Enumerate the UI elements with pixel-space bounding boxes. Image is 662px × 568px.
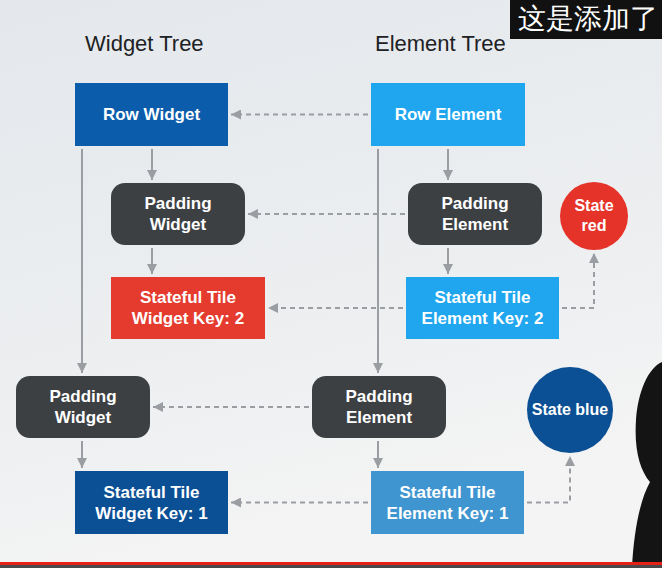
child-arrow bbox=[81, 149, 83, 373]
node-text: Stateful Tile Widget Key: 2 bbox=[119, 287, 257, 329]
widget-box: Padding Widget bbox=[111, 183, 245, 245]
child-arrow bbox=[377, 441, 379, 468]
child-arrow bbox=[151, 248, 153, 274]
widget-box: Padding Widget bbox=[16, 376, 150, 438]
progress-track bbox=[0, 562, 662, 568]
reference-arrow bbox=[231, 114, 368, 116]
subtitle-caption: 这是添加了 bbox=[510, 0, 662, 39]
node-text: Stateful Tile Element Key: 1 bbox=[379, 482, 516, 524]
element-box: Padding Element bbox=[408, 183, 542, 245]
child-arrow bbox=[447, 248, 449, 274]
node-text: Padding Widget bbox=[119, 193, 237, 235]
element-box: Padding Element bbox=[312, 376, 446, 438]
node-text: State red bbox=[564, 196, 624, 236]
node-text: Padding Element bbox=[320, 386, 438, 428]
node-text: Row Element bbox=[395, 104, 502, 125]
node-text: Row Widget bbox=[103, 104, 200, 125]
reference-arrow bbox=[153, 406, 309, 408]
widget-box: Stateful Tile Widget Key: 1 bbox=[75, 471, 228, 534]
child-arrow bbox=[151, 149, 153, 180]
circle-outline bbox=[560, 182, 628, 250]
element-box: Row Element bbox=[371, 83, 525, 146]
reference-arrow bbox=[268, 307, 403, 309]
reference-arrow bbox=[527, 456, 570, 503]
progress-bar bbox=[0, 562, 662, 565]
node-text: Stateful Tile Element Key: 2 bbox=[414, 287, 551, 329]
circle-fill bbox=[560, 182, 628, 250]
child-arrow bbox=[81, 441, 83, 468]
node-text: Padding Widget bbox=[24, 386, 142, 428]
widget-box: Stateful Tile Widget Key: 2 bbox=[111, 277, 265, 339]
child-arrow bbox=[447, 149, 449, 180]
state-circle: State blue bbox=[527, 367, 613, 453]
presenter-silhouette bbox=[632, 362, 662, 568]
element-box: Stateful Tile Element Key: 1 bbox=[371, 471, 524, 534]
widget-box: Row Widget bbox=[75, 83, 228, 146]
reference-arrow bbox=[231, 502, 368, 504]
reference-arrow bbox=[248, 213, 405, 215]
node-text: Padding Element bbox=[416, 193, 534, 235]
state-circle: State red bbox=[560, 182, 628, 250]
child-arrow bbox=[377, 149, 379, 373]
reference-arrow bbox=[562, 253, 594, 308]
element-box: Stateful Tile Element Key: 2 bbox=[406, 277, 559, 339]
tree-heading: Widget Tree bbox=[85, 31, 204, 57]
tree-heading: Element Tree bbox=[375, 31, 506, 57]
node-text: State blue bbox=[532, 400, 608, 420]
circle-fill bbox=[527, 367, 613, 453]
node-text: Stateful Tile Widget Key: 1 bbox=[83, 482, 220, 524]
